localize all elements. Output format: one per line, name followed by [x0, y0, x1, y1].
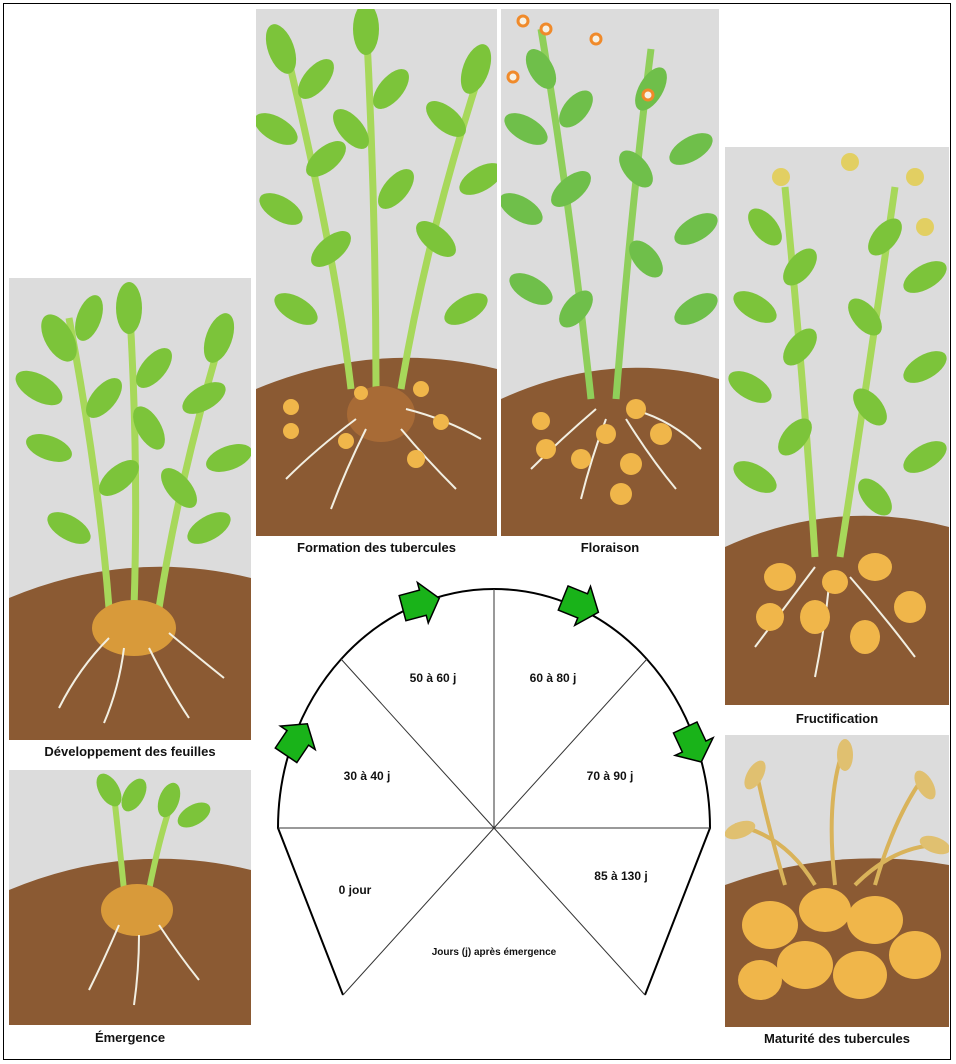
arrow-tuber-formation-icon [397, 578, 445, 628]
axis-label: Jours (j) après émergence [432, 947, 557, 958]
arrow-flowering-icon [555, 579, 606, 632]
segment-50-60-days: 50 à 60 j [410, 671, 457, 685]
arrow-fructification-icon [666, 719, 720, 771]
segment-30-40-days: 30 à 40 j [344, 769, 391, 783]
wheel-dividers [278, 589, 710, 995]
arrow-leaf-development-icon [269, 712, 325, 767]
segment-60-80-days: 60 à 80 j [530, 671, 577, 685]
segment-85-130-days: 85 à 130 j [594, 869, 647, 883]
segment-70-90-days: 70 à 90 j [587, 769, 634, 783]
segment-0-days: 0 jour [339, 883, 372, 897]
